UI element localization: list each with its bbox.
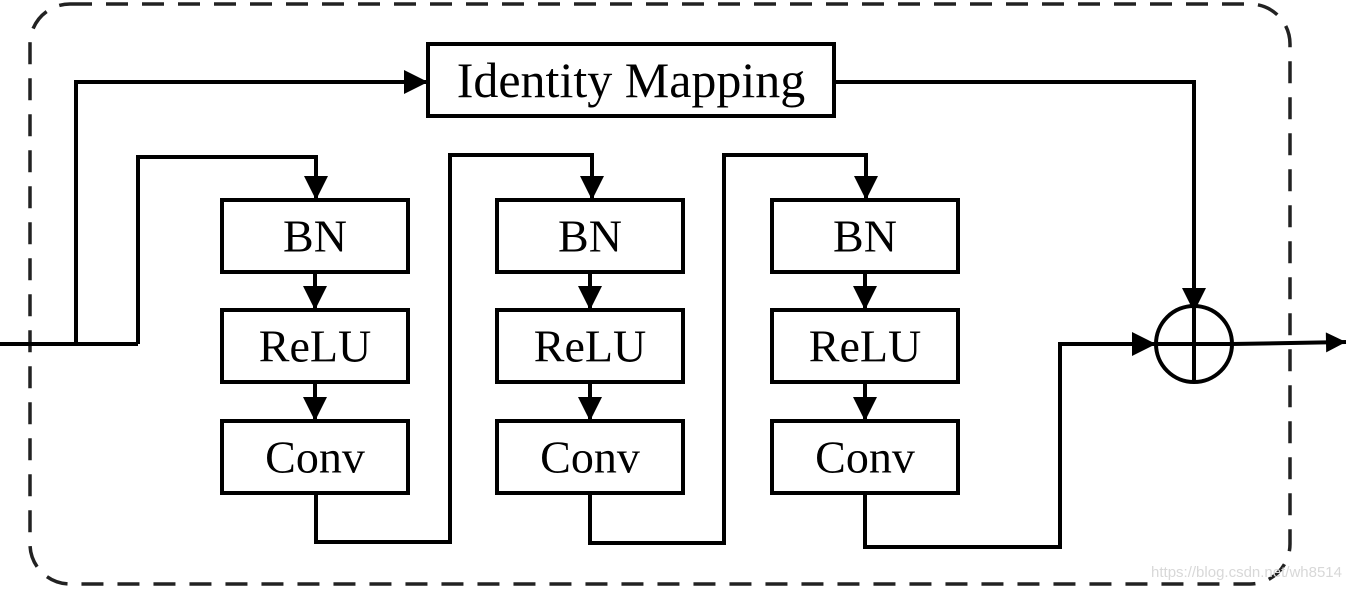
unit-2: BN ReLU Conv <box>495 198 685 495</box>
bn-box: BN <box>495 198 685 274</box>
bn-label: BN <box>283 211 347 262</box>
unit1-to-unit2-wire <box>314 153 604 544</box>
relu-box: ReLU <box>220 308 410 384</box>
identity-to-sum-wire <box>834 80 1206 312</box>
conv-label: Conv <box>540 432 640 483</box>
identity-mapping-label: Identity Mapping <box>457 52 806 108</box>
relu-label: ReLU <box>259 321 371 372</box>
bn-label: BN <box>833 211 897 262</box>
conv-label: Conv <box>265 432 365 483</box>
bn-box: BN <box>770 198 960 274</box>
block-border <box>28 2 1292 586</box>
conv-box: Conv <box>770 419 960 495</box>
relu-label: ReLU <box>809 321 921 372</box>
relu-box: ReLU <box>770 308 960 384</box>
unit3-to-sum-wire <box>863 332 1156 549</box>
watermark: https://blog.csdn.net/wh8514 <box>1151 564 1342 581</box>
output-wire <box>1231 332 1347 353</box>
relu-label: ReLU <box>534 321 646 372</box>
bn-box: BN <box>220 198 410 274</box>
unit-1: BN ReLU Conv <box>220 198 410 495</box>
unit-3: BN ReLU Conv <box>770 198 960 495</box>
conv-box: Conv <box>220 419 410 495</box>
conv-box: Conv <box>495 419 685 495</box>
input-to-unit1-wire <box>136 155 328 344</box>
unit2-to-unit3-wire <box>588 153 878 545</box>
relu-box: ReLU <box>495 308 685 384</box>
identity-branch-wire <box>74 70 428 344</box>
conv-label: Conv <box>815 432 915 483</box>
sum-node <box>1154 304 1234 384</box>
bn-label: BN <box>558 211 622 262</box>
identity-mapping-box: Identity Mapping <box>426 42 836 118</box>
